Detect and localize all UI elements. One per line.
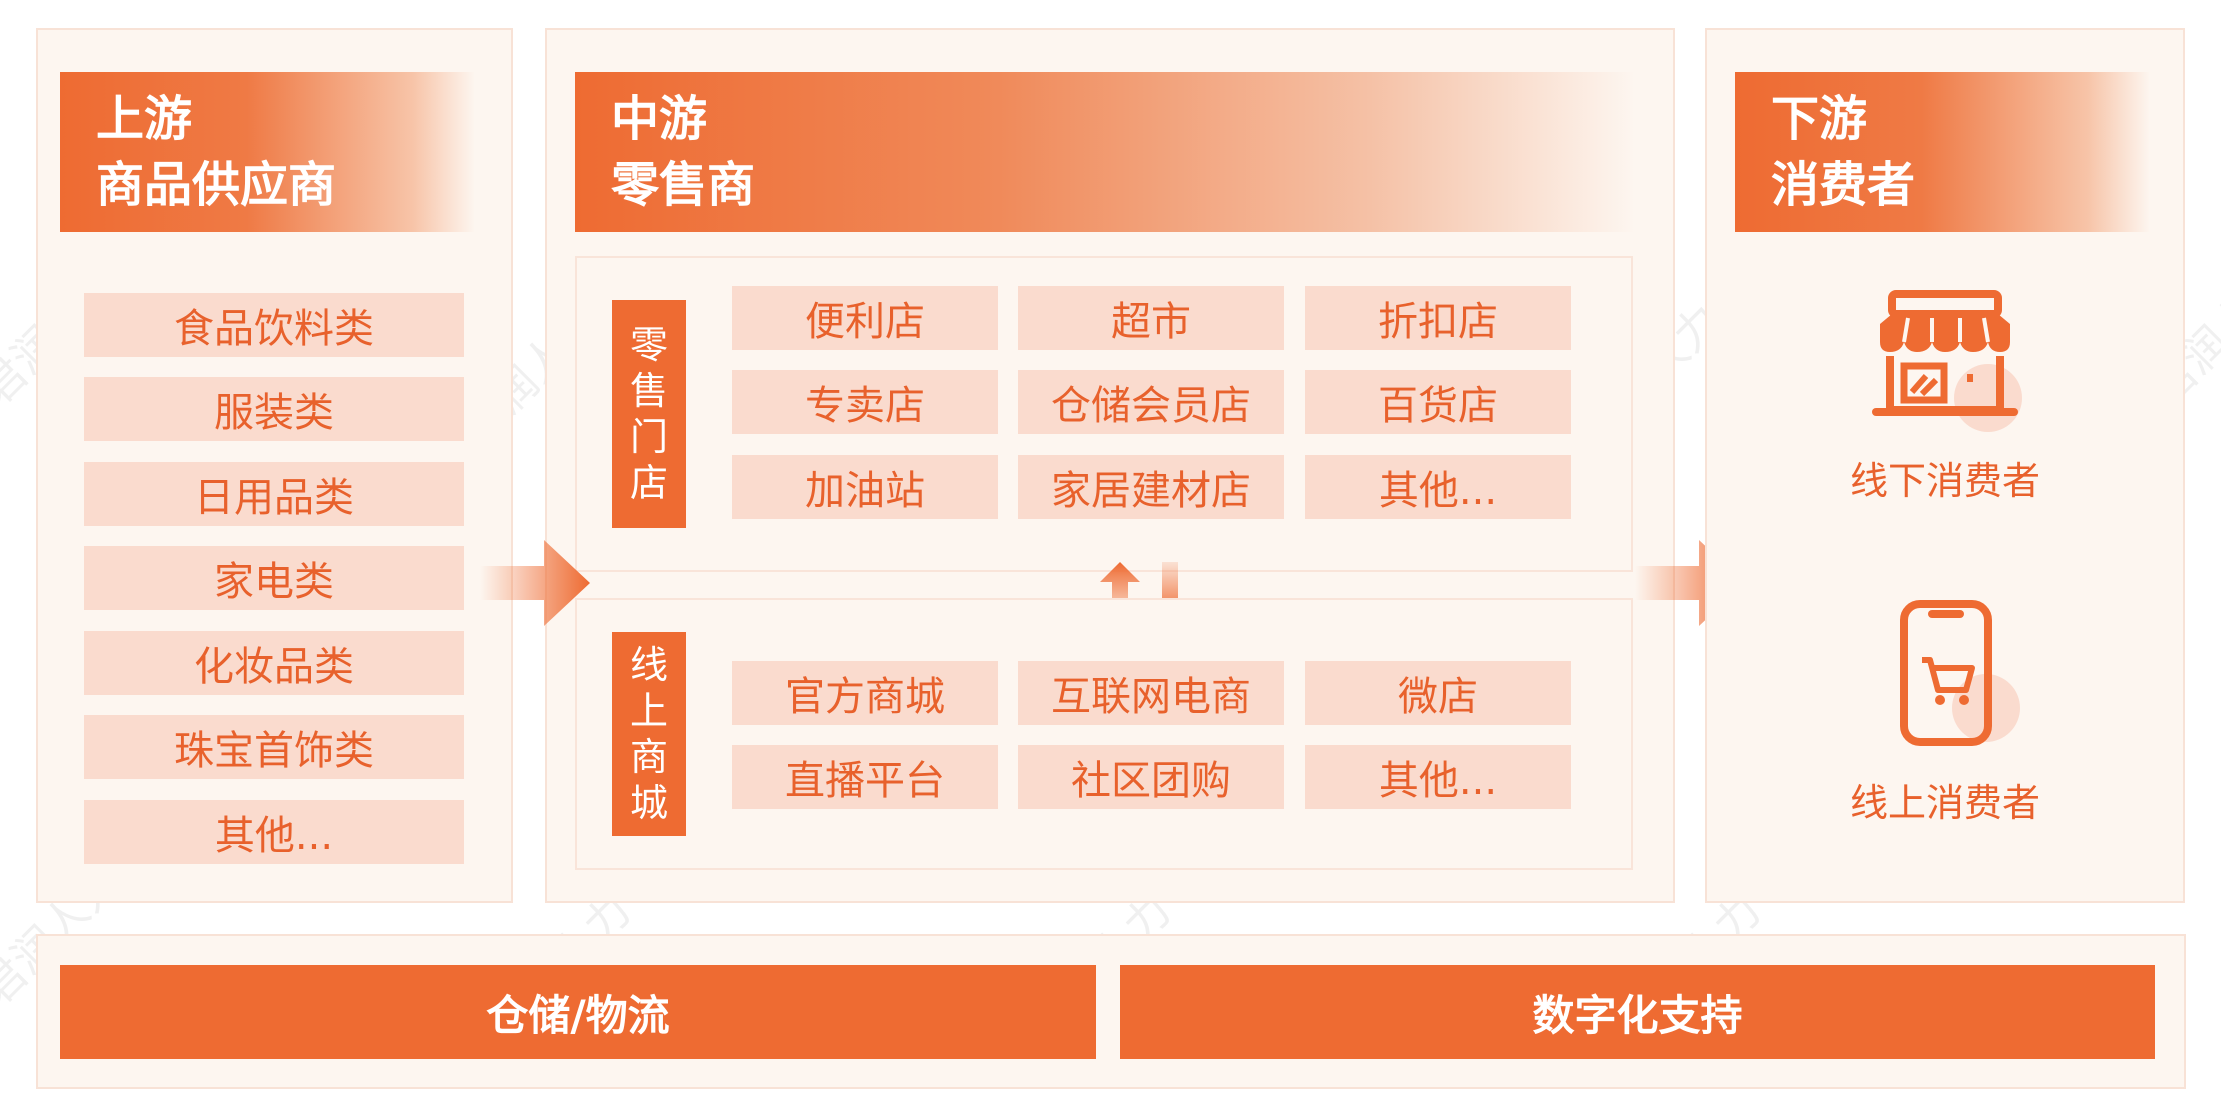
logistics-bar: 仓储/物流 [60,965,1096,1059]
upstream-title-line2: 商品供应商 [96,157,337,213]
online-channel: 社区团购 [1018,745,1284,809]
store-type: 百货店 [1305,370,1571,434]
digital-support-bar: 数字化支持 [1120,965,2155,1059]
downstream-title-line1: 下游 [1771,91,1868,147]
smartphone-cart-icon [1900,600,2020,746]
arrow-right-icon [480,540,590,626]
online-channel: 官方商城 [732,661,998,725]
upstream-item: 其他... [84,800,464,864]
midstream-title-line2: 零售商 [611,157,756,213]
upstream-item: 化妆品类 [84,631,464,695]
upstream-item: 珠宝首饰类 [84,715,464,779]
upstream-item: 日用品类 [84,462,464,526]
downstream-title-line2: 消费者 [1771,157,1916,213]
store-type: 专卖店 [732,370,998,434]
offline-consumer-label: 线下消费者 [1849,459,2040,503]
online-channel: 直播平台 [732,745,998,809]
online-mall-label: 线 上 商 城 [612,632,686,836]
retail-stores-label: 零 售 门 店 [612,300,686,528]
upstream-title-line1: 上游 [96,91,193,147]
online-mall-panel [575,598,1633,870]
upstream-item: 家电类 [84,546,464,610]
upstream-item: 服装类 [84,377,464,441]
store-type: 加油站 [732,455,998,519]
store-type: 折扣店 [1305,286,1571,350]
upstream-item: 食品饮料类 [84,293,464,357]
online-channel: 互联网电商 [1018,661,1284,725]
online-consumer-label: 线上消费者 [1849,781,2040,825]
store-type: 家居建材店 [1018,455,1284,519]
store-type: 便利店 [732,286,998,350]
online-channel: 其他... [1305,745,1571,809]
downstream-header: 下游 消费者 [1735,72,2150,232]
store-type: 其他... [1305,455,1571,519]
midstream-title-line1: 中游 [611,91,708,147]
upstream-header: 上游 商品供应商 [60,72,475,232]
midstream-header: 中游 零售商 [575,72,1635,232]
storefront-icon [1872,290,2022,432]
online-channel: 微店 [1305,661,1571,725]
store-type: 超市 [1018,286,1284,350]
store-type: 仓储会员店 [1018,370,1284,434]
